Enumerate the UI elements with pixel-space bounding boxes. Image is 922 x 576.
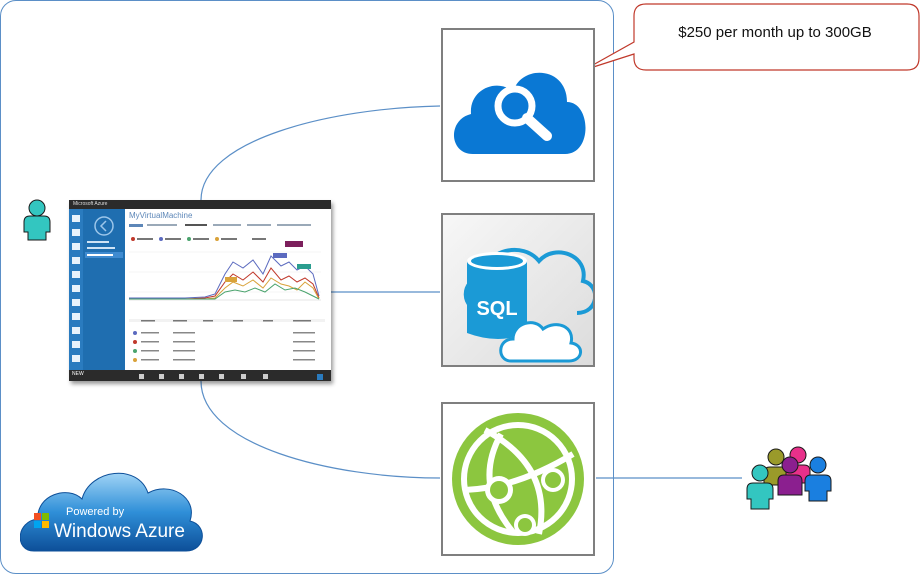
windows-flag-icon (34, 513, 49, 528)
portal-icon-rail (69, 209, 83, 370)
service-tile-search (441, 28, 595, 182)
portal-vm-title: MyVirtualMachine (129, 211, 193, 220)
user-group-icon (746, 446, 832, 510)
portal-new-button: NEW (72, 371, 84, 377)
diagram-frame (0, 0, 614, 574)
price-callout (583, 3, 920, 71)
user-icon (23, 199, 51, 241)
cloud-search-icon (453, 72, 586, 154)
badge-line1: Powered by (66, 506, 125, 518)
service-tile-sql: SQL (441, 213, 598, 367)
cloud-sql-icon: SQL (443, 215, 598, 365)
portal-dashboard (129, 224, 325, 362)
windows-azure-badge: Powered by Windows Azure (20, 472, 203, 552)
portal-top-bar: Microsoft Azure (69, 200, 331, 209)
portal-command-bar (69, 370, 331, 381)
portal-nav-panel (83, 209, 125, 370)
azure-portal-screenshot: Microsoft Azure MyVirtualMachine (69, 200, 331, 381)
service-tile-web (441, 402, 595, 556)
web-sites-globe-icon (452, 413, 584, 545)
svg-text:SQL: SQL (476, 298, 517, 320)
badge-line2: Windows Azure (54, 521, 185, 542)
price-callout-text: $250 per month up to 300GB (678, 24, 872, 41)
portal-brand: Microsoft Azure (73, 201, 108, 207)
